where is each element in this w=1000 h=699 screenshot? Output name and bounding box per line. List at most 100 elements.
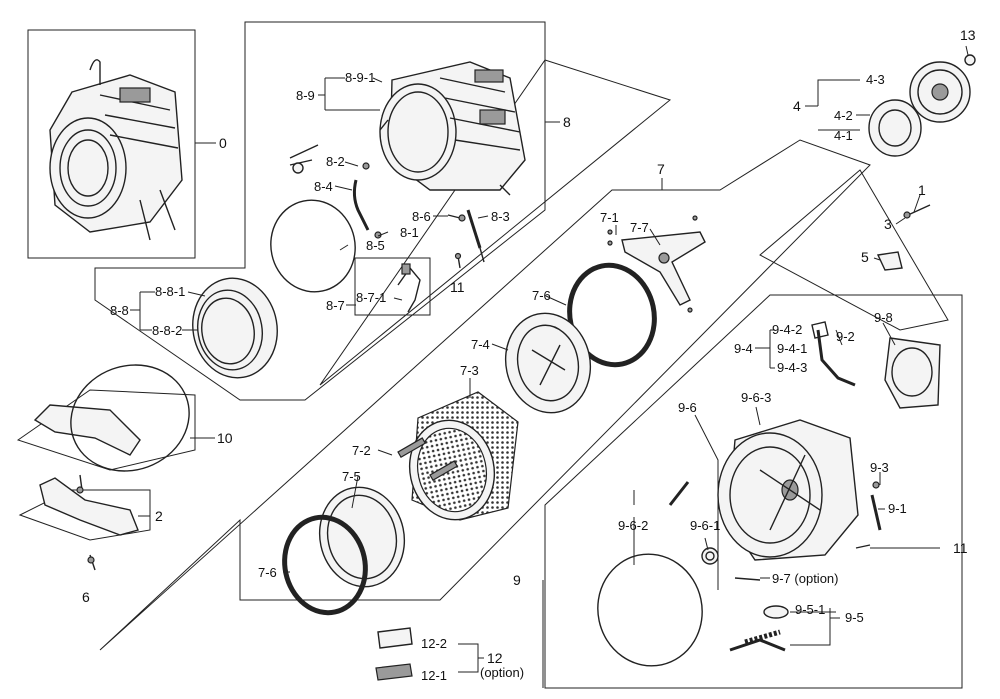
label-11-lower: 11 [953, 540, 968, 556]
label-9-6-2: 9-6-2 [618, 518, 648, 533]
label-9-3: 9-3 [870, 460, 889, 475]
label-8-2: 8-2 [326, 154, 345, 169]
group-8-frame [94, 21, 546, 401]
label-7-5: 7-5 [342, 469, 361, 484]
label-7-7: 7-7 [630, 220, 649, 235]
label-8-5: 8-5 [366, 238, 385, 253]
label-8-8-1: 8-8-1 [155, 284, 185, 299]
label-9-7: 9-7 (option) [772, 571, 838, 586]
label-7-6-lower: 7-6 [258, 565, 277, 580]
part-8-8-front-ring [192, 277, 278, 379]
label-9-5-1: 9-5-1 [795, 602, 825, 617]
label-12-option: (option) [480, 665, 524, 680]
label-7-2: 7-2 [352, 443, 371, 458]
label-9-1: 9-1 [888, 501, 907, 516]
part-4-1-stator [868, 99, 922, 157]
part-12-filter [375, 627, 413, 681]
label-9-6: 9-6 [678, 400, 697, 415]
label-13: 13 [960, 27, 976, 43]
label-0: 0 [219, 135, 227, 151]
part-8-tub-rear [379, 61, 526, 196]
part-2-weight [39, 477, 139, 571]
label-4-3: 4-3 [866, 72, 885, 87]
part-11-screw-upper [454, 252, 462, 269]
part-13-nut [964, 54, 976, 66]
leader-lines [130, 45, 969, 688]
group-8-7-frame [354, 257, 431, 316]
part-9-4-hose [811, 321, 856, 387]
label-3: 3 [884, 216, 892, 232]
part-9-6-2-gasket [597, 553, 703, 667]
group-9-frame [544, 294, 963, 689]
part-9-1-damper [870, 481, 882, 531]
label-8-8: 8-8 [110, 303, 129, 318]
label-8-1: 8-1 [400, 225, 419, 240]
label-1: 1 [918, 182, 926, 198]
label-9-4-2: 9-4-2 [772, 322, 802, 337]
label-9-4: 9-4 [734, 341, 753, 356]
part-7-1-spider [607, 215, 706, 313]
part-11-screw-lower [855, 544, 871, 549]
label-9-8: 9-8 [874, 310, 893, 325]
part-7-5-front-ring [318, 486, 406, 588]
label-9-4-3: 9-4-3 [777, 360, 807, 375]
part-5-clamp [876, 251, 903, 271]
part-7-3-drum [397, 391, 519, 521]
part-0-tub-assembly [49, 59, 183, 241]
label-4-1: 4-1 [834, 128, 853, 143]
part-8-5-gasket [270, 199, 356, 293]
label-9-6-3: 9-6-3 [741, 390, 771, 405]
label-9-4-1: 9-4-1 [777, 341, 807, 356]
label-7-1: 7-1 [600, 210, 619, 225]
label-5: 5 [861, 249, 869, 265]
label-9-2: 9-2 [836, 329, 855, 344]
part-4-3-rotor [909, 61, 971, 123]
group-9-upper-frame [759, 169, 949, 331]
label-8: 8 [563, 114, 571, 130]
label-2: 2 [155, 508, 163, 524]
label-8-7-1: 8-7-1 [356, 290, 386, 305]
label-12-2: 12-2 [421, 636, 447, 651]
part-9-7-part [734, 577, 761, 581]
label-4-2: 4-2 [834, 108, 853, 123]
label-7-6-upper: 7-6 [532, 288, 551, 303]
part-8-4-hose [352, 162, 370, 231]
label-8-3: 8-3 [491, 209, 510, 224]
part-10-weight [33, 364, 190, 494]
part-labels: 0 8 8-9-1 8-9 8-2 8-4 8-6 8-3 8-1 8-5 11… [82, 27, 976, 683]
label-8-7: 8-7 [326, 298, 345, 313]
part-9-8-cover [884, 337, 941, 409]
group-8-inner-frame [319, 59, 672, 386]
part-7-4-drum-back [504, 312, 592, 414]
part-9-6-1-seal [701, 547, 719, 565]
label-11-upper: 11 [450, 279, 465, 295]
label-6: 6 [82, 589, 90, 605]
part-7-6-front-ring [282, 514, 368, 616]
part-8-3-damper [447, 209, 485, 263]
part-1-bolt [903, 204, 931, 219]
label-4: 4 [793, 98, 801, 114]
part-9-5-drain-hose [729, 605, 789, 652]
part-9-6-sensor [668, 481, 690, 506]
label-7-3: 7-3 [460, 363, 479, 378]
label-8-6: 8-6 [412, 209, 431, 224]
part-8-7-harness [397, 263, 421, 313]
group-7-frame [99, 139, 871, 651]
label-8-4: 8-4 [314, 179, 333, 194]
label-9-5: 9-5 [845, 610, 864, 625]
group-frames [16, 21, 963, 689]
label-12: 12 [487, 650, 503, 666]
label-7-4: 7-4 [471, 337, 490, 352]
label-8-9: 8-9 [296, 88, 315, 103]
label-8-8-2: 8-8-2 [152, 323, 182, 338]
label-12-1: 12-1 [421, 668, 447, 683]
label-8-9-1: 8-9-1 [345, 70, 375, 85]
group-0-frame [27, 29, 196, 259]
label-7: 7 [657, 161, 665, 177]
label-9-6-1: 9-6-1 [690, 518, 720, 533]
label-10: 10 [217, 430, 233, 446]
part-8-1-clip [289, 144, 382, 239]
part-9-tub-back [717, 419, 859, 561]
label-9: 9 [513, 572, 521, 588]
